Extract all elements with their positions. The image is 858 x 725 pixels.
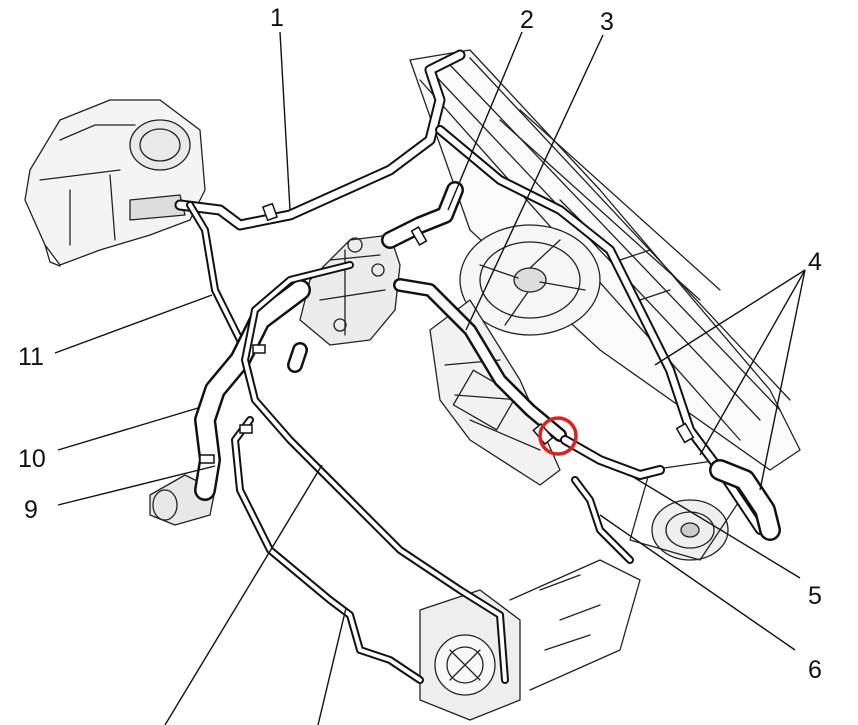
callout-3: 3 [600,8,614,36]
thermostat-housing [299,234,401,346]
hose-clamps [199,202,695,464]
engine-block [429,299,561,486]
throttle-body [419,559,641,721]
radiator-fan [459,224,601,336]
heater-hose-return [231,416,424,684]
highlight-circle [538,416,578,456]
callout-10: 10 [18,445,46,473]
callout-9: 9 [24,496,38,524]
callout-1: 1 [270,4,284,32]
coolant-reservoir [24,99,206,267]
callout-5: 5 [808,582,822,610]
callout-11: 11 [18,343,44,371]
callout-6: 6 [808,656,822,684]
callout-4: 4 [808,248,822,276]
callout-2: 2 [520,6,534,34]
leader-lines [54,31,806,725]
